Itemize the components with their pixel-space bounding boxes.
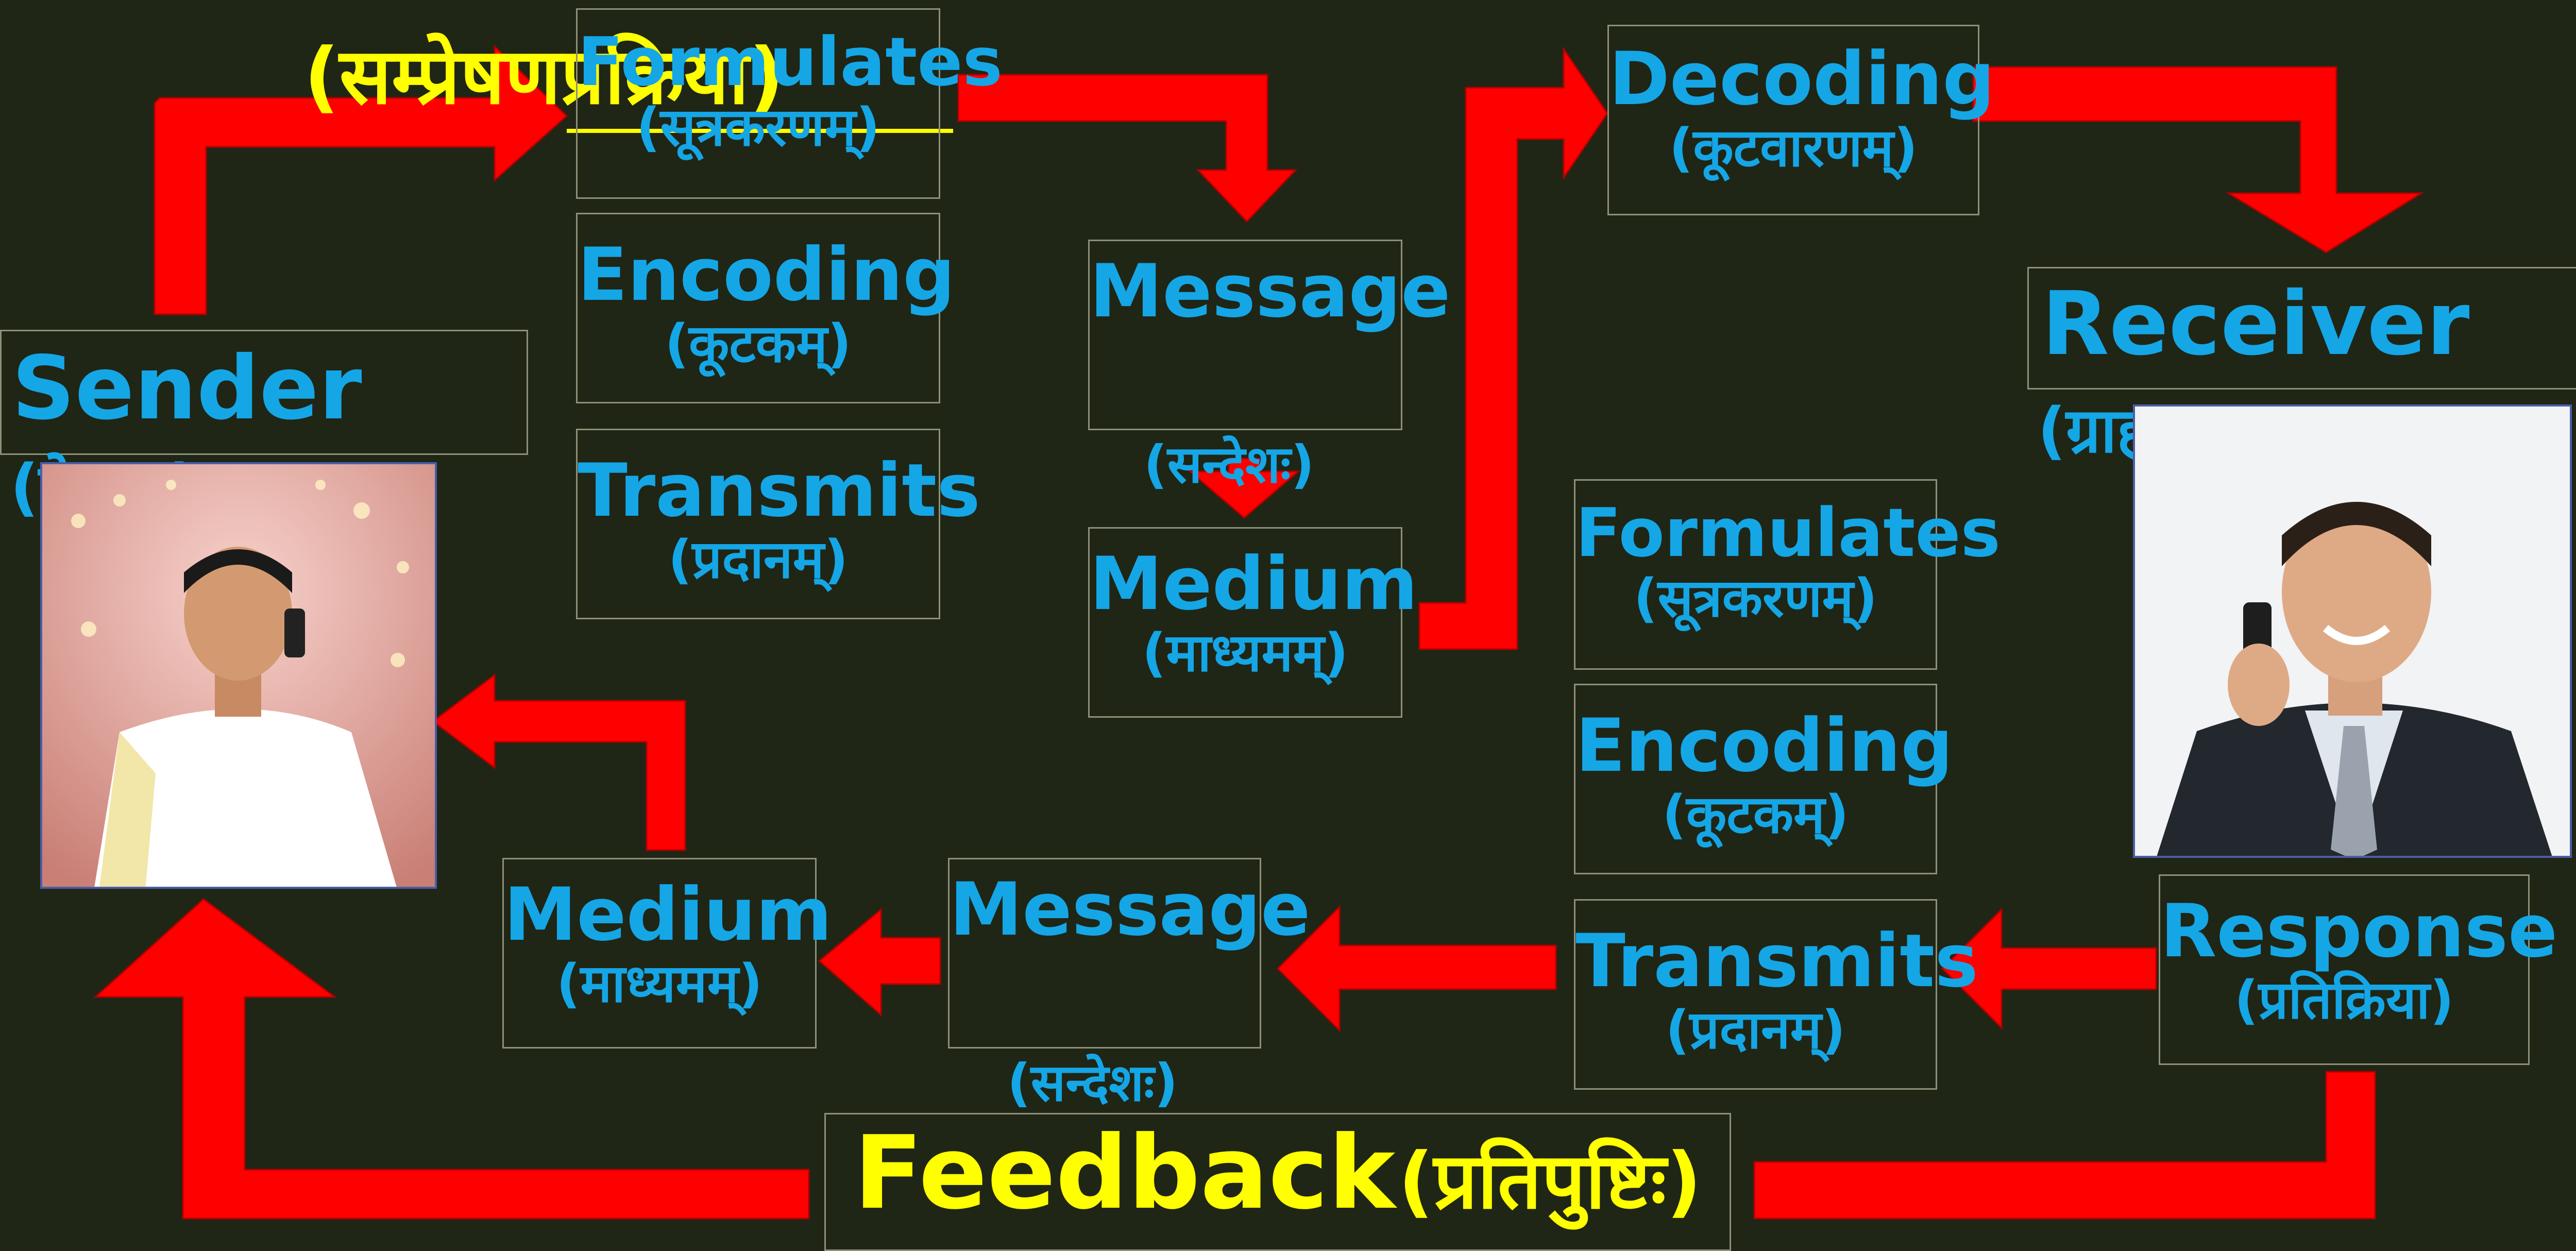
message-bottom-box: Message bbox=[948, 858, 1311, 1049]
sender-box: Sender bbox=[0, 330, 528, 455]
left-transmits-label: Transmits bbox=[578, 448, 980, 533]
right-formulates-sanskrit: (सूत्रकरणम्) bbox=[1633, 568, 1878, 629]
receiver-image-icon bbox=[2135, 407, 2570, 856]
right-transmits-box: Transmits (प्रदानम्) bbox=[1574, 899, 1978, 1090]
left-formulates-box: Formulates (सूत्रकरणम्) bbox=[576, 8, 1003, 199]
arrow-sender-to-formulates bbox=[154, 44, 568, 315]
receiver-photo bbox=[2133, 404, 2572, 858]
arrow-decoding-to-receiver bbox=[1972, 66, 2425, 253]
right-transmits-label: Transmits bbox=[1575, 919, 1978, 1004]
arrow-response-to-feedback bbox=[1753, 1071, 2376, 1220]
message-bottom-sanskrit: (सन्देशः) bbox=[1007, 1053, 1178, 1113]
medium-top-label: Medium bbox=[1090, 542, 1418, 627]
arrow-medium-to-sender bbox=[431, 673, 686, 851]
arrow-feedback-to-sender bbox=[93, 898, 810, 1220]
medium-bottom-sanskrit: (माध्यमम्) bbox=[556, 953, 763, 1015]
right-transmits-sanskrit: (प्रदानम्) bbox=[1665, 1000, 1846, 1061]
feedback-label: Feedback bbox=[854, 1114, 1396, 1232]
process-title: (सम्प्रेषणप्रक्रिया) bbox=[304, 32, 785, 122]
right-formulates-box: Formulates (सूत्रकरणम्) bbox=[1574, 479, 2001, 670]
decoding-sanskrit: (कूटवारणम्) bbox=[1669, 117, 1918, 179]
feedback-box: Feedback (प्रतिपुष्टिः) bbox=[824, 1113, 1731, 1251]
arrow-transmits-to-message bbox=[1276, 905, 1557, 1033]
left-encoding-label: Encoding bbox=[578, 232, 955, 317]
medium-top-box: Medium (माध्यमम्) bbox=[1088, 527, 1418, 718]
sender-photo bbox=[40, 462, 437, 889]
message-top-label: Message bbox=[1090, 249, 1451, 334]
medium-bottom-box: Medium (माध्यमम्) bbox=[502, 858, 832, 1049]
message-top-box: Message bbox=[1088, 240, 1451, 430]
response-label: Response bbox=[2160, 889, 2558, 974]
left-formulates-label: Formulates bbox=[578, 23, 1003, 101]
left-encoding-box: Encoding (कूटकम्) bbox=[576, 213, 955, 403]
sender-label: Sender bbox=[12, 337, 362, 439]
message-bottom-label: Message bbox=[950, 867, 1311, 952]
right-encoding-sanskrit: (कूटकम्) bbox=[1662, 784, 1849, 846]
feedback-sanskrit: (प्रतिपुष्टिः) bbox=[1398, 1137, 1702, 1226]
medium-top-sanskrit: (माध्यमम्) bbox=[1142, 622, 1349, 684]
medium-bottom-label: Medium bbox=[504, 872, 832, 957]
decoding-label: Decoding bbox=[1609, 37, 1995, 122]
sender-image-icon bbox=[42, 464, 435, 887]
arrow-message-to-medium bbox=[1188, 458, 1301, 519]
decoding-box: Decoding (कूटवारणम्) bbox=[1607, 25, 1995, 215]
arrow-medium-to-decoding bbox=[1418, 46, 1608, 650]
left-transmits-box: Transmits (प्रदानम्) bbox=[576, 429, 980, 619]
receiver-box: Receiver bbox=[2027, 267, 2576, 390]
response-box: Response (प्रतिक्रिया) bbox=[2159, 874, 2558, 1065]
arrow-response-to-transmits bbox=[1941, 907, 2157, 1030]
receiver-label: Receiver bbox=[2042, 273, 2470, 375]
left-transmits-sanskrit: (प्रदानम्) bbox=[668, 529, 849, 591]
title-underline bbox=[567, 129, 953, 133]
right-encoding-box: Encoding (कूटकम्) bbox=[1574, 684, 1953, 874]
message-top-sanskrit: (सन्देशः) bbox=[1144, 434, 1315, 495]
right-encoding-label: Encoding bbox=[1575, 703, 1953, 788]
response-sanskrit: (प्रतिक्रिया) bbox=[2234, 970, 2454, 1032]
right-formulates-label: Formulates bbox=[1575, 494, 2001, 572]
left-formulates-sanskrit: (सूत्रकरणम्) bbox=[636, 97, 880, 158]
arrow-message-to-medium-bottom bbox=[818, 907, 941, 1017]
arrow-to-message-top bbox=[957, 74, 1298, 223]
left-encoding-sanskrit: (कूटकम्) bbox=[665, 313, 852, 375]
